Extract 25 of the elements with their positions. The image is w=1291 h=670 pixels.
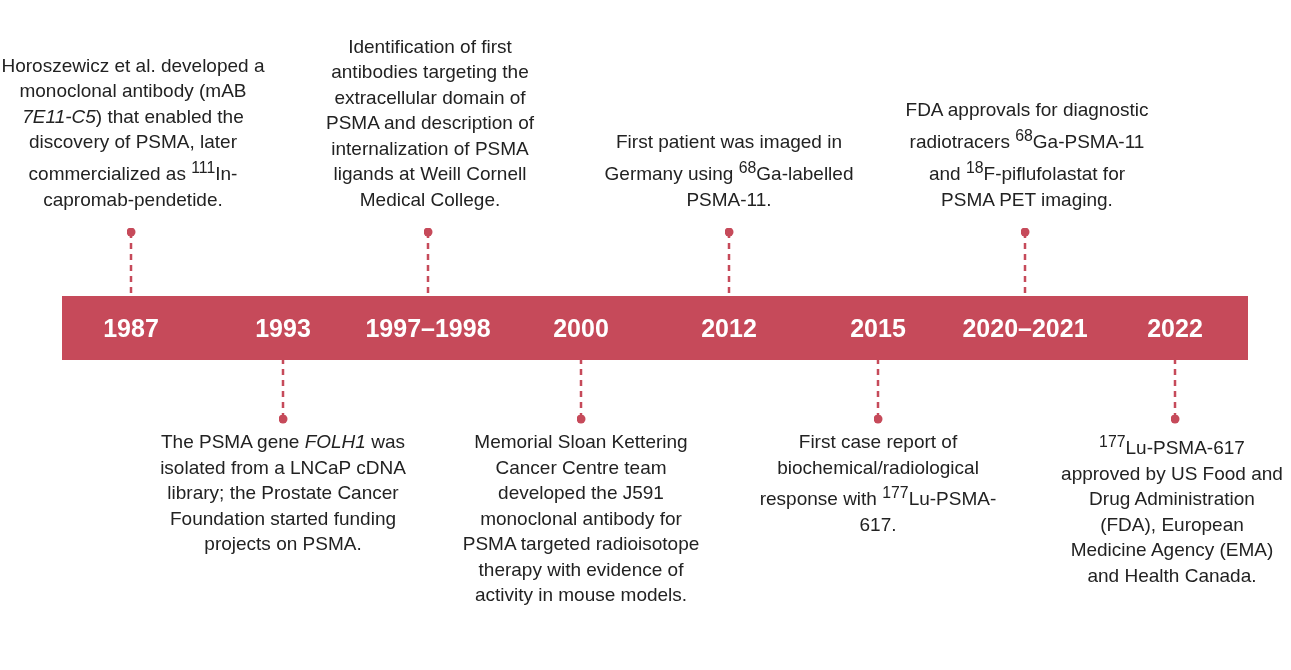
leader-line [724, 227, 734, 296]
timeline-bar [62, 296, 1248, 360]
year-label: 1997–1998 [365, 313, 491, 343]
year-label: 2015 [850, 313, 906, 343]
year-label: 1987 [103, 313, 159, 343]
leader-line [873, 360, 883, 424]
event-description: First patient was imaged in Germany using $^{68}$Ga-labelled PSMA-11. [603, 130, 855, 212]
leader-line [126, 227, 136, 296]
event-description: The PSMA gene FOLH1 was isolated from a LNCaP cDNA library; the Prostate Cancer Foundation started funding projects on PSMA. [159, 430, 407, 556]
year-label: 2020–2021 [962, 313, 1088, 343]
event-description: Memorial Sloan Kettering Cancer Centre team developed the J591 monoclonal antibody for PSMA targeted radioisotope therapy with evidence of activity in mouse models. [461, 430, 701, 607]
event-description: First case report of biochemical/radiological response with $^{177}$Lu-PSMA-617. [758, 430, 998, 537]
leader-line [278, 360, 288, 424]
event-description: Horoszewicz et al. developed a monoclonal antibody (mAB 7E11-C5) that enabled the discovery of PSMA, later commercialized as $^{111}$In-capromab-pendetide. [0, 53, 266, 212]
year-label: 2000 [553, 313, 609, 343]
leader-line [1170, 360, 1180, 424]
leader-line [423, 227, 433, 296]
year-label: 1993 [255, 313, 311, 343]
leader-line [576, 360, 586, 424]
event-description: $^{177}$Lu-PSMA-617 approved by US Food and Drug Administration (FDA), European Medicine Agency (EMA) and Health Canada. [1061, 432, 1283, 588]
leader-line [1020, 227, 1030, 296]
event-description: FDA approvals for diagnostic radiotracers $^{68}$Ga-PSMA-11 and $^{18}$F-piflufolastat for PSMA PET imaging. [904, 98, 1150, 212]
event-description: Identification of first antibodies targeting the extracellular domain of PSMA and description of internalization of PSMA ligands at Weill Cornell Medical College. [324, 34, 536, 212]
year-label: 2022 [1147, 313, 1203, 343]
year-label: 2012 [701, 313, 757, 343]
